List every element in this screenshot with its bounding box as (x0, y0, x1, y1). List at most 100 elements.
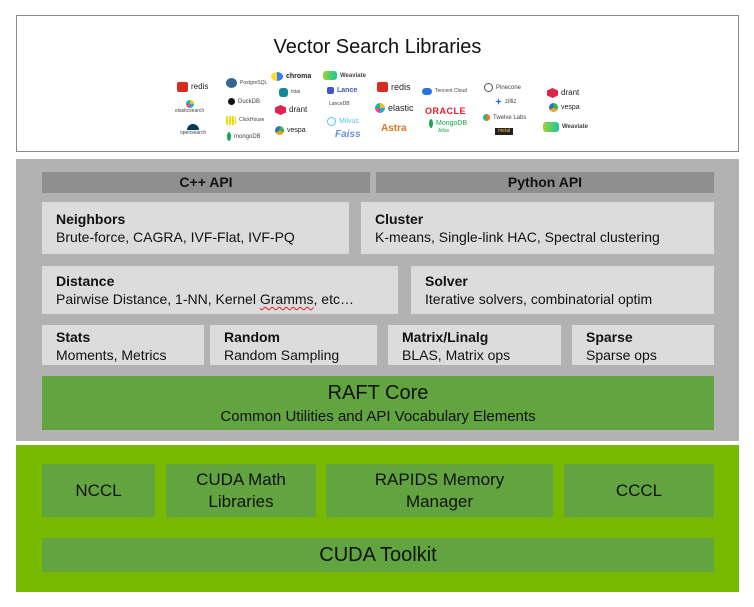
raft-panel: C++ API Python API Neighbors Brute-force… (16, 159, 739, 441)
tencent-icon (422, 88, 432, 95)
random-box: Random Random Sampling (210, 325, 377, 365)
matrix-linalg-title: Matrix/Linalg (402, 329, 489, 345)
qdrant-logo-2: drant (547, 88, 579, 98)
atlas-caption: Atlas (438, 128, 450, 134)
distance-title: Distance (56, 273, 115, 289)
metal-logo: metal (495, 128, 514, 135)
vector-search-libraries-panel: Vector Search Libraries redis elasticsea… (16, 15, 739, 152)
clickhouse-icon (226, 116, 236, 125)
elasticsearch-logo: elasticsearch (175, 100, 204, 114)
faiss-logo: Faiss (335, 129, 361, 140)
mongodb-icon (429, 119, 433, 128)
nccl-label: NCCL (75, 480, 122, 500)
tencent-cloud-logo: Tencent Cloud (422, 88, 467, 95)
mongodb-logo: mongoDB (227, 132, 261, 141)
vespa-icon (549, 103, 558, 112)
cluster-desc: K-means, Single-link HAC, Spectral clust… (375, 229, 660, 245)
redis-icon (177, 82, 188, 92)
qdrant-icon (547, 88, 558, 98)
distance-box: Distance Pairwise Distance, 1-NN, Kernel… (42, 266, 398, 314)
raft-core-title: RAFT Core (327, 382, 429, 404)
postgresql-icon (226, 78, 237, 88)
redis-logo-2: redis (377, 82, 411, 92)
astra-logo: Astra (381, 123, 407, 134)
raft-core-box: RAFT Core Common Utilities and API Vocab… (42, 376, 714, 430)
neighbors-title: Neighbors (56, 211, 126, 227)
milvus-logo: Milvus (327, 117, 359, 126)
nccl-box: NCCL (42, 464, 155, 517)
cuda-toolkit-box: CUDA Toolkit (42, 538, 714, 572)
rmm-label-line2: Manager (405, 491, 474, 511)
redis-logo: redis (177, 82, 208, 92)
chroma-logo: chroma (271, 72, 311, 81)
clickhouse-logo: ClickHouse (226, 116, 264, 125)
qdrant-icon (275, 105, 286, 115)
vespa-logo-2: vespa (549, 103, 580, 112)
redis-icon (377, 82, 388, 92)
weaviate-icon (323, 71, 337, 80)
cuda-panel: NCCL CUDA Math Libraries RAPIDS Memory M… (16, 445, 739, 592)
solver-box: Solver Iterative solvers, combinatorial … (411, 266, 714, 314)
chroma-icon (271, 72, 283, 81)
txtai-logo: txtai (279, 88, 300, 97)
vespa-icon (275, 126, 284, 135)
cluster-title: Cluster (375, 211, 424, 227)
lance-logo: Lance (327, 87, 357, 94)
cluster-box: Cluster K-means, Single-link HAC, Spectr… (361, 202, 714, 254)
zilliz-icon (495, 98, 502, 105)
cuda-math-label-line1: CUDA Math (196, 469, 286, 489)
pinecone-logo: Pinecone (484, 83, 521, 92)
sparse-desc: Sparse ops (586, 347, 657, 363)
twelve-labs-icon (483, 114, 490, 121)
duckdb-logo: DuckDB (228, 98, 260, 105)
solver-title: Solver (425, 273, 468, 289)
milvus-icon (327, 117, 336, 126)
twelve-labs-logo: Twelve Labs (483, 114, 526, 121)
solver-desc: Iterative solvers, combinatorial optim (425, 291, 653, 307)
elastic-icon (375, 103, 385, 113)
elasticsearch-icon (185, 100, 194, 108)
oracle-logo: ORACLE (425, 106, 466, 116)
spellcheck-underline: Gramms (259, 291, 314, 307)
neighbors-box: Neighbors Brute-force, CAGRA, IVF-Flat, … (42, 202, 349, 254)
rmm-label-line1: RAPIDS Memory (374, 469, 505, 489)
lance-icon (327, 87, 334, 94)
python-api-header: Python API (376, 172, 714, 193)
matrix-linalg-box: Matrix/Linalg BLAS, Matrix ops (388, 325, 561, 365)
weaviate-icon (543, 122, 559, 132)
matrix-linalg-desc: BLAS, Matrix ops (402, 347, 511, 363)
sparse-title: Sparse (586, 329, 633, 345)
weaviate-logo: Weaviate (323, 71, 366, 80)
mongodb-icon (227, 132, 231, 141)
pinecone-icon (484, 83, 493, 92)
random-desc: Random Sampling (224, 347, 340, 363)
mongodb-atlas-logo: MongoDB (429, 119, 467, 128)
qdrant-logo: drant (275, 105, 307, 115)
cuda-toolkit-label: CUDA Toolkit (319, 544, 437, 566)
cuda-math-label-line2: Libraries (208, 491, 274, 511)
stats-desc: Moments, Metrics (56, 347, 167, 363)
opensearch-logo: opensearch (180, 124, 206, 136)
cccl-box: CCCL (564, 464, 714, 517)
stats-title: Stats (56, 329, 91, 345)
rapids-memory-manager-box: RAPIDS Memory Manager (326, 464, 553, 517)
duckdb-icon (228, 98, 235, 105)
random-title: Random (224, 329, 280, 345)
stats-box: Stats Moments, Metrics (42, 325, 204, 365)
cpp-api-header: C++ API (42, 172, 370, 193)
distance-desc: Pairwise Distance, 1-NN, Kernel Gramms, … (56, 291, 354, 307)
postgresql-logo: PostgreSQL (226, 78, 267, 88)
weaviate-logo-2: Weaviate (543, 122, 588, 132)
neighbors-desc: Brute-force, CAGRA, IVF-Flat, IVF-PQ (56, 229, 295, 245)
raft-core-subtitle: Common Utilities and API Vocabulary Elem… (220, 408, 536, 425)
elastic-logo: elastic (375, 103, 414, 113)
txtai-icon (279, 88, 288, 97)
lancedb-caption: LanceDB (329, 101, 350, 107)
vector-search-title: Vector Search Libraries (273, 36, 482, 58)
vespa-logo: vespa (275, 126, 306, 135)
opensearch-icon (187, 124, 200, 130)
sparse-box: Sparse Sparse ops (572, 325, 714, 365)
cuda-math-libraries-box: CUDA Math Libraries (166, 464, 316, 517)
cccl-label: CCCL (615, 480, 663, 500)
zilliz-logo: zilliz (495, 98, 516, 105)
